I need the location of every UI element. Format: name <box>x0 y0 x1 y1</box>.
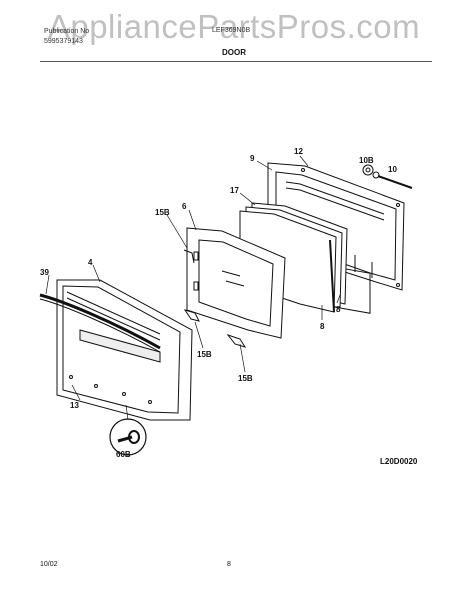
page-number: 8 <box>227 561 231 568</box>
callout-15b-mid: 15B <box>197 350 212 359</box>
watermark: AppliancePartsPros.com <box>47 8 421 45</box>
callout-10b: 10B <box>359 156 374 165</box>
callout-8-upper: 8 <box>336 305 341 314</box>
publication-info: Publication No 5995379143 <box>44 27 89 47</box>
diagram-code: L20D0020 <box>380 457 418 466</box>
footer-date: 10/02 <box>40 561 58 568</box>
screw-10 <box>362 164 413 189</box>
callout-39: 39 <box>40 268 49 277</box>
publication-number: 5995379143 <box>44 38 83 45</box>
callout-8-lower: 8 <box>320 322 325 331</box>
hinge-brackets <box>183 249 247 348</box>
callout-numbers: 9 12 10B 10 17 6 15B 39 4 8 8 15B 15B 13… <box>40 147 397 459</box>
callout-60b: 60B <box>116 450 131 459</box>
callout-17: 17 <box>230 186 239 195</box>
callout-15b-low: 15B <box>238 374 253 383</box>
callout-10: 10 <box>388 165 397 174</box>
callout-6: 6 <box>182 202 187 211</box>
callout-12: 12 <box>294 147 303 156</box>
callout-13: 13 <box>70 401 79 410</box>
publication-label: Publication No <box>44 28 90 35</box>
model-number: LEF369N0B <box>212 27 251 34</box>
callout-4: 4 <box>88 258 93 267</box>
callout-9: 9 <box>250 154 255 163</box>
callout-15b-top: 15B <box>155 208 170 217</box>
header-rule <box>40 61 432 62</box>
section-title: DOOR <box>222 48 246 57</box>
door-frame <box>186 227 286 339</box>
leader-lines <box>45 155 341 421</box>
outer-door-panel <box>39 279 193 421</box>
